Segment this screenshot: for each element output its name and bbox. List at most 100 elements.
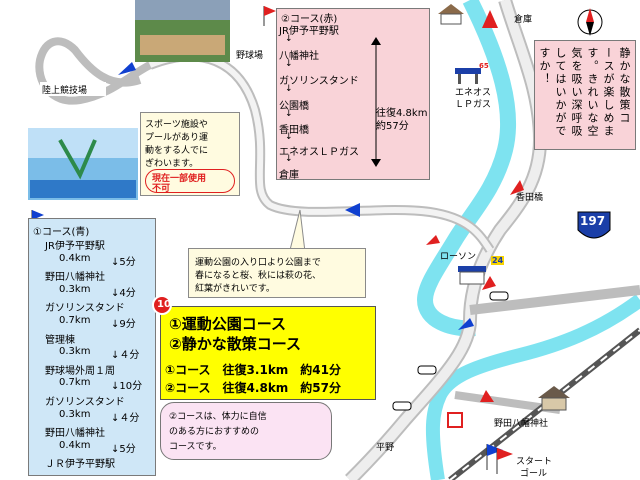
warning-badge: 現在一部使用 不可 bbox=[145, 169, 235, 194]
blue-stop: 野田八幡神社 bbox=[45, 428, 105, 440]
park-note: 運動公園の入り口より公園まで 春になると桜、秋には萩の花、 紅葉がきれいです。 bbox=[188, 248, 366, 298]
red-stop: JR伊予平野駅 bbox=[279, 26, 339, 37]
blue-distance: 0.3km bbox=[59, 283, 91, 295]
note-line: 紅葉がきれいです。 bbox=[195, 284, 275, 294]
compass-icon bbox=[577, 8, 603, 36]
blue-distance: 0.3km bbox=[59, 408, 91, 420]
course-title-1: ①運動公園コース bbox=[169, 315, 286, 333]
down-arrow-icon: ↓ bbox=[285, 59, 293, 69]
blue-time: ↓5分 bbox=[111, 256, 136, 268]
red-stop: 八幡神社 bbox=[279, 51, 319, 62]
road-east bbox=[469, 285, 640, 315]
post-office-icon bbox=[447, 412, 463, 428]
main-course-panel: ①運動公園コース ②静かな散策コース ①コース 往復3.1km 約41分 ②コー… bbox=[160, 306, 376, 400]
red-course-panel: ②コース(赤) JR伊予平野駅 ↓ 八幡神社 ↓ ガソリンスタンド ↓ 公園橋 … bbox=[276, 8, 430, 180]
kodabashi-label: 香田橋 bbox=[516, 193, 544, 203]
note-column: ースが楽しめま bbox=[602, 47, 615, 138]
blue-stop: 野田八幡神社 bbox=[45, 272, 105, 284]
house-icon bbox=[438, 4, 570, 411]
down-arrow-icon: ↓ bbox=[285, 109, 293, 119]
blue-stop: ガソリンスタンド bbox=[45, 303, 125, 315]
warehouse-label: 倉庫 bbox=[514, 15, 533, 25]
note-column: す。きれいな空 bbox=[586, 47, 599, 138]
blue-time: ↓10分 bbox=[111, 381, 143, 393]
red-time: 約57分 bbox=[376, 121, 409, 132]
lpgas-label: ＬＰガス bbox=[455, 100, 492, 110]
route-shield-icon bbox=[577, 211, 611, 239]
note-line: 動をする人でに bbox=[145, 146, 209, 156]
quiet-walk-note: 静かな散策コ ースが楽しめま す。きれいな空 気を吸い深呼吸 してはいかがで す… bbox=[534, 40, 636, 150]
sports-note: スポーツ施設や プールがあり運 動をする人でに ぎわいます。 現在一部使用 不可 bbox=[140, 112, 240, 196]
lawson-number: 24 bbox=[491, 256, 505, 265]
course2-note: ②コースは、体力に自信 のある方におすすめの コースです。 bbox=[160, 402, 332, 460]
blue-stop: 管理棟 bbox=[45, 334, 75, 346]
red-distance: 往復4.8km bbox=[376, 108, 428, 119]
route-number: 197 bbox=[580, 214, 606, 228]
shrine-label: 野田八幡神社 bbox=[494, 419, 549, 429]
red-stop: 香田橋 bbox=[279, 125, 309, 136]
down-arrow-icon: ↓ bbox=[285, 34, 293, 44]
note-column: してはいかがで bbox=[554, 47, 567, 138]
badge-number: 10 bbox=[157, 299, 171, 310]
blue-stop: ＪＲ伊予平野駅 bbox=[45, 459, 115, 471]
blue-time: ↓４分 bbox=[111, 412, 140, 424]
blue-distance: 0.7km bbox=[59, 377, 91, 389]
down-arrow-icon: ↓ bbox=[285, 84, 293, 94]
blue-route-arrows bbox=[118, 62, 474, 330]
note-column: すか！ bbox=[538, 47, 551, 86]
goal-label: ゴール bbox=[520, 469, 548, 479]
map-number-badge: 10 bbox=[152, 295, 172, 315]
gas-number: 65 bbox=[479, 62, 489, 70]
lawson-label: ローソン bbox=[440, 252, 477, 262]
gas-station-icon bbox=[455, 68, 481, 84]
note-line: 春になると桜、秋には萩の花、 bbox=[195, 271, 322, 281]
double-arrow-icon bbox=[371, 37, 381, 167]
blue-distance: 0.7km bbox=[59, 315, 91, 326]
note-line: 運動公園の入り口より公園まで bbox=[195, 258, 321, 268]
red-stop: 公園橋 bbox=[279, 101, 309, 112]
hirano-label: 平野 bbox=[376, 443, 395, 453]
note-column: 静かな散策コ bbox=[618, 47, 631, 125]
red-course-header: ②コース(赤) bbox=[281, 14, 338, 25]
down-arrow-icon: ↓ bbox=[285, 154, 293, 164]
blue-time: ↓5分 bbox=[111, 443, 136, 455]
red-stop: エネオスＬＰガス bbox=[279, 147, 359, 158]
red-stop: ガソリンスタンド bbox=[279, 76, 359, 87]
blue-distance: 0.4km bbox=[59, 439, 91, 451]
course-summary-1: ①コース 往復3.1km 約41分 bbox=[165, 363, 342, 377]
blue-time: ↓4分 bbox=[111, 287, 136, 299]
note-line: コースです。 bbox=[169, 442, 222, 452]
blue-stop: JR伊予平野駅 bbox=[45, 241, 105, 252]
note-line: プールがあり運 bbox=[145, 133, 209, 143]
red-stop: 倉庫 bbox=[279, 170, 299, 180]
blue-stop: ガソリンスタンド bbox=[45, 397, 125, 408]
red-route-arrows bbox=[426, 10, 524, 402]
note-line: スポーツ施設や bbox=[145, 120, 208, 130]
blue-time: ↓４分 bbox=[111, 350, 140, 362]
eneos-label: エネオス bbox=[455, 88, 492, 98]
blue-course-header: ①コース(青) bbox=[33, 227, 90, 238]
note-line: ぎわいます。 bbox=[145, 159, 199, 169]
blue-distance: 0.4km bbox=[59, 252, 91, 264]
start-label: スタート bbox=[516, 457, 553, 467]
stadium-label: 野球場 bbox=[236, 51, 264, 61]
down-arrow-icon: ↓ bbox=[285, 132, 293, 142]
road-park-center bbox=[148, 53, 493, 252]
track-label: 陸上競技場 bbox=[40, 82, 106, 96]
blue-time: ↓9分 bbox=[111, 319, 136, 330]
traffic-light-icon bbox=[392, 291, 509, 411]
note-line: のある方におすすめの bbox=[169, 427, 260, 437]
convenience-store-icon bbox=[458, 266, 486, 285]
warning-line: 不可 bbox=[152, 184, 171, 194]
course-summary-2: ②コース 往復4.8km 約57分 bbox=[165, 381, 342, 395]
blue-stop: 野球場外周１周 bbox=[45, 365, 115, 377]
track-text: 陸上競技場 bbox=[42, 86, 88, 96]
warning-line: 現在一部使用 bbox=[152, 174, 207, 184]
note-column: 気を吸い深呼吸 bbox=[570, 47, 583, 138]
river-lower bbox=[425, 294, 640, 480]
course-title-2: ②静かな散策コース bbox=[169, 335, 301, 353]
note-line: ②コースは、体力に自信 bbox=[169, 412, 267, 422]
road-park-loop bbox=[35, 37, 152, 105]
blue-distance: 0.3km bbox=[59, 346, 91, 358]
